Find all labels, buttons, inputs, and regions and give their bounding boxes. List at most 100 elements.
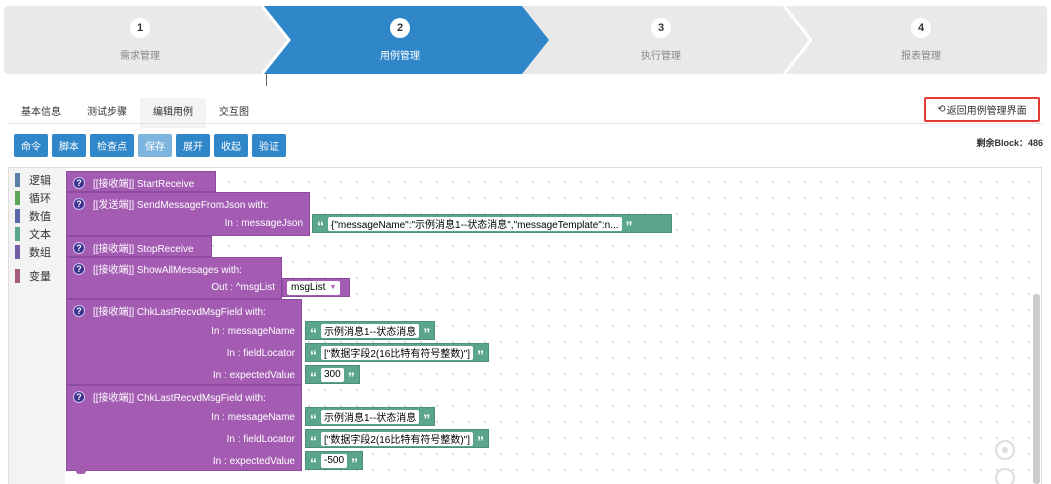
- block-title: [[接收端]] StopReceive: [93, 244, 194, 255]
- arg-label: In : fieldLocator: [226, 348, 295, 359]
- vertical-scrollbar[interactable]: [1033, 294, 1040, 484]
- quote-open-icon: “: [310, 346, 317, 363]
- block-title: [[接收端]] StartReceive: [93, 179, 195, 190]
- string-value[interactable]: 示例消息1--状态消息: [321, 409, 420, 424]
- category-label: 数值: [29, 210, 51, 223]
- tab-basic-info[interactable]: 基本信息: [21, 107, 61, 118]
- step-label: 报表管理: [901, 51, 941, 62]
- variable-dropdown[interactable]: msgList ▼: [287, 280, 341, 295]
- help-icon[interactable]: ?: [73, 197, 85, 210]
- arg-label: In : expectedValue: [212, 456, 295, 467]
- help-icon[interactable]: ?: [73, 262, 85, 275]
- tab-divider: [8, 123, 1043, 124]
- step-execution[interactable]: 3 执行管理: [611, 6, 711, 74]
- string-value[interactable]: -500: [321, 453, 348, 468]
- step-requirements[interactable]: 1 需求管理: [90, 6, 190, 74]
- step-reports[interactable]: 4 报表管理: [871, 6, 971, 74]
- block-header: ? [[接收端]] ChkLastRecvdMsgField with:: [67, 386, 301, 407]
- help-icon[interactable]: ?: [73, 390, 85, 403]
- help-icon[interactable]: ?: [73, 176, 85, 189]
- block-workspace[interactable]: 逻辑 循环 数值 文本 数组 变量 ? [[接收端]] StartReceive: [8, 167, 1042, 484]
- block-title: [[发送端]] SendMessageFromJson with:: [93, 200, 269, 211]
- string-value[interactable]: 示例消息1--状态消息: [321, 323, 420, 338]
- category-logic[interactable]: 逻辑: [15, 172, 51, 187]
- checkpoint-button[interactable]: 检查点: [90, 134, 134, 157]
- quote-close-icon: ”: [347, 368, 355, 385]
- save-button[interactable]: 保存: [138, 134, 172, 157]
- variable-block[interactable]: msgList ▼: [282, 278, 350, 297]
- recenter-icon[interactable]: [995, 440, 1015, 460]
- category-color-bar: [15, 226, 20, 241]
- step-number: 2: [390, 18, 410, 38]
- arg-label: In : expectedValue: [212, 370, 295, 381]
- zoom-icon[interactable]: [995, 468, 1015, 484]
- string-block[interactable]: “ 300 ”: [305, 365, 360, 384]
- expand-button[interactable]: 展开: [176, 134, 210, 157]
- tab-test-steps[interactable]: 测试步骤: [87, 107, 127, 118]
- category-color-bar: [15, 190, 20, 205]
- step-label: 用例管理: [380, 51, 420, 62]
- block-title: [[接收端]] ChkLastRecvdMsgField with:: [93, 307, 266, 318]
- string-block[interactable]: “ ["数据字段2(16比特有符号整数)"] ”: [305, 429, 490, 449]
- step-number: 3: [651, 18, 671, 38]
- string-block[interactable]: “ 示例消息1--状态消息 ”: [305, 321, 436, 341]
- command-button[interactable]: 命令: [14, 134, 48, 157]
- category-color-bar: [15, 268, 20, 283]
- quote-open-icon: “: [310, 410, 317, 427]
- help-icon[interactable]: ?: [73, 304, 85, 317]
- string-value[interactable]: ["数据字段2(16比特有符号整数)"]: [321, 345, 474, 360]
- category-label: 逻辑: [29, 174, 51, 187]
- string-value[interactable]: 300: [321, 367, 344, 382]
- string-block[interactable]: “ ["数据字段2(16比特有符号整数)"] ”: [305, 343, 490, 363]
- divider-tick: [266, 74, 267, 86]
- category-label: 循环: [29, 192, 51, 205]
- step-number: 4: [911, 18, 931, 38]
- quote-open-icon: “: [310, 324, 317, 341]
- active-step-arrow: [262, 6, 549, 74]
- step-number: 1: [130, 18, 150, 38]
- collapse-button[interactable]: 收起: [214, 134, 248, 157]
- category-label: 变量: [29, 270, 51, 283]
- block-send-message-from-json[interactable]: ? [[发送端]] SendMessageFromJson with: In :…: [66, 192, 310, 236]
- arg-label: In : messageJson: [224, 218, 303, 229]
- step-test-cases[interactable]: 2 用例管理: [350, 6, 450, 74]
- block-header: ? [[发送端]] SendMessageFromJson with:: [67, 193, 309, 214]
- block-header: ? [[接收端]] ChkLastRecvdMsgField with:: [67, 300, 301, 321]
- quote-close-icon: ”: [477, 346, 485, 363]
- string-block[interactable]: “ 示例消息1--状态消息 ”: [305, 407, 436, 427]
- string-block[interactable]: “ -500 ”: [305, 451, 364, 471]
- verify-button[interactable]: 验证: [252, 134, 286, 157]
- string-value[interactable]: ["数据字段2(16比特有符号整数)"]: [321, 431, 474, 446]
- category-list[interactable]: 数组: [15, 244, 51, 259]
- tab-interaction-diagram[interactable]: 交互图: [219, 107, 249, 118]
- chevron-down-icon: ▼: [329, 284, 337, 291]
- category-text[interactable]: 文本: [15, 226, 51, 241]
- string-block[interactable]: “ {"messageName":"示例消息1--状态消息","messageT…: [312, 214, 672, 233]
- category-color-bar: [15, 172, 20, 187]
- quote-close-icon: ”: [351, 454, 359, 471]
- quote-open-icon: “: [317, 217, 324, 234]
- block-chk-last-recvd-msg-field[interactable]: ? [[接收端]] ChkLastRecvdMsgField with: In …: [66, 299, 302, 385]
- block-start-receive[interactable]: ? [[接收端]] StartReceive: [66, 171, 216, 192]
- block-show-all-messages[interactable]: ? [[接收端]] ShowAllMessages with: Out : ^m…: [66, 257, 282, 299]
- category-variable[interactable]: 变量: [15, 268, 51, 283]
- block-header: ? [[接收端]] StopReceive: [67, 237, 211, 258]
- help-icon[interactable]: ?: [73, 241, 85, 254]
- block-header: ? [[接收端]] StartReceive: [67, 172, 215, 193]
- string-value[interactable]: {"messageName":"示例消息1--状态消息","messageTem…: [328, 216, 622, 231]
- block-stop-receive[interactable]: ? [[接收端]] StopReceive: [66, 236, 212, 257]
- arg-label: In : messageName: [211, 326, 295, 337]
- script-button[interactable]: 脚本: [52, 134, 86, 157]
- category-math[interactable]: 数值: [15, 208, 51, 223]
- block-title: [[接收端]] ChkLastRecvdMsgField with:: [93, 393, 266, 404]
- quote-close-icon: ”: [477, 432, 485, 449]
- block-chk-last-recvd-msg-field[interactable]: ? [[接收端]] ChkLastRecvdMsgField with: In …: [66, 385, 302, 471]
- toolbar: 命令 脚本 检查点 保存 展开 收起 验证: [14, 134, 286, 157]
- quote-open-icon: “: [310, 432, 317, 449]
- category-loop[interactable]: 循环: [15, 190, 51, 205]
- back-to-case-management-link[interactable]: ⟲ 返回用例管理界面: [924, 97, 1040, 122]
- category-label: 文本: [29, 228, 51, 241]
- category-color-bar: [15, 244, 20, 259]
- arg-label: In : fieldLocator: [226, 434, 295, 445]
- quote-close-icon: ”: [423, 410, 431, 427]
